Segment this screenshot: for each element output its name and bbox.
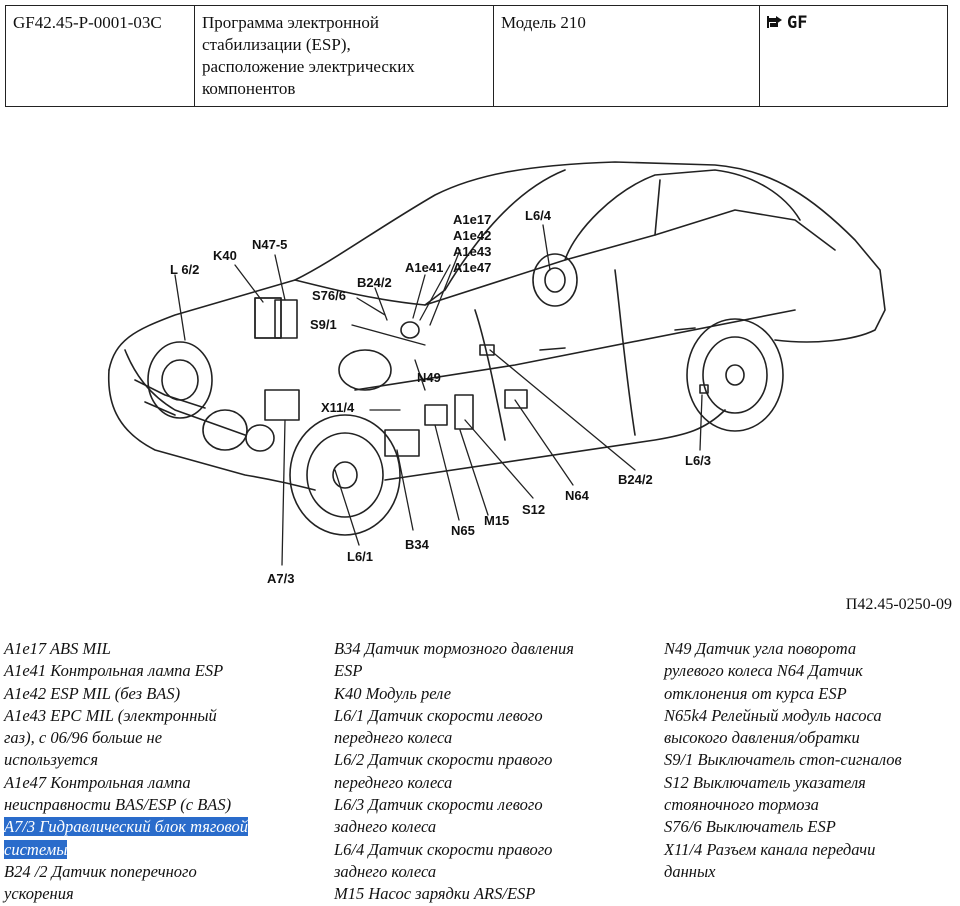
legend-line: заднего колеса	[334, 861, 437, 881]
callout-n65: N65	[451, 523, 475, 538]
callout-k40: K40	[213, 248, 237, 263]
callout-s766: S76/6	[312, 288, 346, 303]
legend-line: B24 /2 Датчик поперечного	[4, 861, 197, 881]
legend-column-3: N49 Датчик угла поворота рулевого колеса…	[664, 638, 956, 883]
legend-line: заднего колеса	[334, 817, 437, 837]
legend-line: переднего колеса	[334, 728, 453, 748]
title-line: компонентов	[202, 79, 296, 98]
legend-line: A1e41 Контрольная лампа ESP	[4, 661, 224, 681]
legend-line: N49 Датчик угла поворота	[664, 639, 857, 658]
legend-line-highlighted[interactable]: A7/3 Гидравлический блок тяговой	[4, 817, 249, 837]
title-line: расположение электрических	[202, 57, 415, 76]
legend-line: M15 Насос зарядки ARS/ESP	[334, 884, 536, 904]
legend-line: K40 Модуль реле	[334, 683, 452, 703]
hand-pointer-icon	[767, 16, 782, 28]
figure-code: П42.45-0250-09	[845, 596, 952, 613]
legend-line-highlighted[interactable]: системы	[4, 839, 68, 859]
callout-s91: S9/1	[310, 317, 337, 332]
callout-a1e42: A1e42	[453, 228, 492, 243]
callout-a1e43: A1e43	[453, 244, 492, 259]
legend-line: N65k4 Релейный модуль насоса	[664, 705, 882, 725]
legend-line: A1e17 ABS MIL	[4, 639, 111, 658]
callout-a1e47: A1e47	[453, 260, 492, 275]
callout-b242-top: B24/2	[357, 275, 392, 290]
legend-line: ускорения	[4, 884, 74, 904]
title-line: стабилизации (ESP),	[202, 35, 351, 54]
legend-line: данных	[664, 861, 716, 881]
callout-l62: L 6/2	[170, 262, 200, 277]
legend-line: отклонения от курса ESP	[664, 683, 847, 703]
legend-line: B34 Датчик тормозного давления	[334, 639, 574, 658]
callout-m15: M15	[484, 513, 510, 528]
legend-line: L6/3 Датчик скорости левого	[334, 795, 543, 815]
document-title-cell: Программа электронной стабилизации (ESP)…	[195, 6, 494, 106]
legend-line: A1e42 ESP MIL (без BAS)	[4, 683, 181, 703]
document-code-cell: GF42.45-P-0001-03C	[6, 6, 195, 106]
legend-line: S9/1 Выключатель стоп-сигналов	[664, 750, 902, 770]
gf-link-cell[interactable]: GF	[760, 6, 947, 106]
callout-n49: N49	[417, 370, 441, 385]
callout-x114: X11/4	[321, 400, 355, 415]
legend-line: S76/6 Выключатель ESP	[664, 817, 836, 837]
model-label: Модель 210	[501, 13, 586, 32]
legend-line: A1e47 Контрольная лампа	[4, 772, 191, 792]
callout-b242-bottom: B24/2	[618, 472, 653, 487]
callout-a73: A7/3	[267, 571, 295, 586]
legend-line: L6/4 Датчик скорости правого	[334, 839, 553, 859]
legend-line: неисправности BAS/ESP (с BAS)	[4, 795, 232, 815]
callout-a1e41: A1e41	[405, 260, 444, 275]
legend-line: переднего колеса	[334, 772, 453, 792]
legend-line: A1e43 EPC MIL (электронный	[4, 705, 217, 725]
header-table: GF42.45-P-0001-03C Программа электронной…	[5, 5, 948, 107]
callout-n64: N64	[565, 488, 589, 503]
title-line: Программа электронной	[202, 13, 379, 32]
car-component-diagram: L 6/2 K40 N47-5 S76/6 B24/2 S9/1 A1e17 A…	[95, 140, 895, 595]
legend-column-1: A1e17 ABS MIL A1e41 Контрольная лампа ES…	[4, 638, 324, 906]
legend-line: газ), с 06/96 больше не	[4, 728, 163, 748]
callout-s12: S12	[522, 502, 546, 517]
legend-line: L6/2 Датчик скорости правого	[334, 750, 553, 770]
legend-line: используется	[4, 750, 99, 770]
legend-line: стояночного тормоза	[664, 795, 819, 815]
legend-line: ESP	[334, 661, 363, 681]
callout-l64: L6/4	[525, 208, 552, 223]
legend-column-2: B34 Датчик тормозного давления ESP K40 М…	[334, 638, 654, 906]
legend-line: X11/4 Разъем канала передачи	[664, 839, 876, 859]
car-outline-drawing	[107, 161, 886, 566]
legend-line: L6/1 Датчик скорости левого	[334, 705, 543, 725]
callout-a1e17: A1e17	[453, 212, 492, 227]
legend-line: рулевого колеса N64 Датчик	[664, 661, 863, 681]
legend-line: высокого давления/обратки	[664, 728, 860, 748]
callout-b34: B34	[405, 537, 429, 552]
callout-l61: L6/1	[347, 549, 374, 564]
legend-line: S12 Выключатель указателя	[664, 772, 866, 792]
callout-l63: L6/3	[685, 453, 712, 468]
document-code: GF42.45-P-0001-03C	[13, 13, 162, 32]
gf-label: GF	[787, 13, 808, 33]
callout-n475: N47-5	[252, 237, 288, 252]
model-cell: Модель 210	[494, 6, 760, 106]
